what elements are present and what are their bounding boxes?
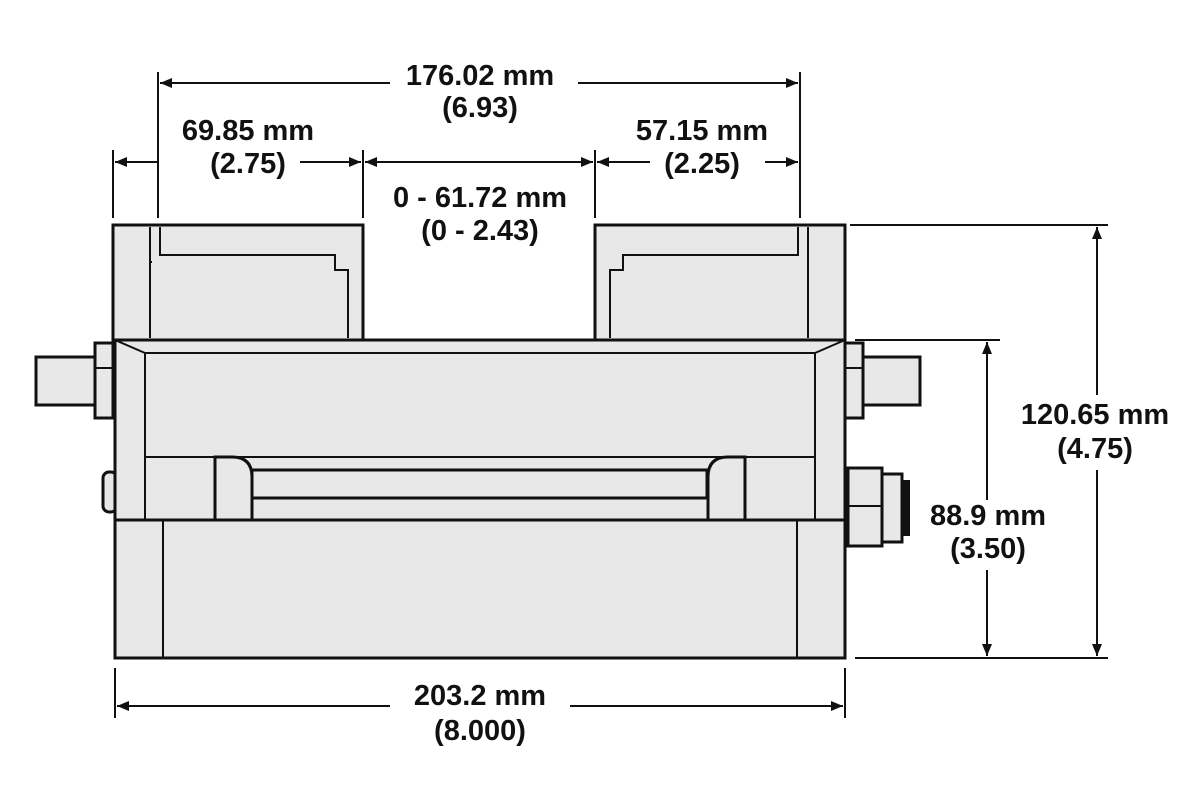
label-right-jaw-metric: 57.15 mm [636, 115, 768, 147]
left-rail-pad [213, 455, 254, 522]
carrier-right-chamfer [814, 339, 846, 354]
label-opening-metric: 0 - 61.72 mm [393, 182, 567, 214]
label-opening-imperial: (0 - 2.43) [421, 215, 539, 247]
extension-lines [112, 72, 1108, 718]
right-jaw [593, 223, 847, 342]
label-left-jaw-imperial: (2.75) [210, 148, 286, 180]
left-screw-nut [93, 341, 115, 420]
label-overall-height-metric: 120.65 mm [1021, 399, 1169, 431]
lower-rail [250, 468, 709, 500]
label-overall-span-imperial: (6.93) [442, 92, 518, 124]
label-overall-span-metric: 176.02 mm [406, 60, 554, 92]
vise-body [34, 223, 922, 660]
label-left-jaw-metric: 69.85 mm [182, 115, 314, 147]
label-base-length-metric: 203.2 mm [414, 680, 546, 712]
label-right-jaw-imperial: (2.25) [664, 148, 740, 180]
carrier-left-chamfer [114, 339, 146, 354]
right-fitting-body [880, 472, 904, 544]
right-screw-shaft [860, 355, 922, 407]
left-jaw-edge [149, 227, 152, 338]
left-jaw-step [159, 227, 349, 338]
right-screw-nut [843, 341, 865, 420]
label-base-length-imperial: (8.000) [434, 715, 526, 747]
dimension-lines [115, 78, 1102, 711]
dimension-labels: 176.02 mm (6.93) 69.85 mm (2.75) 57.15 m… [182, 60, 1169, 747]
label-overall-height-imperial: (4.75) [1057, 433, 1133, 465]
label-body-height-imperial: (3.50) [950, 533, 1026, 565]
left-jaw [111, 223, 365, 342]
left-screw-shaft [34, 355, 100, 407]
right-fitting-cap [902, 480, 910, 536]
right-jaw-step [609, 227, 799, 338]
right-rail-pad [706, 455, 747, 522]
vise-base [113, 518, 847, 660]
label-body-height-metric: 88.9 mm [930, 500, 1046, 532]
